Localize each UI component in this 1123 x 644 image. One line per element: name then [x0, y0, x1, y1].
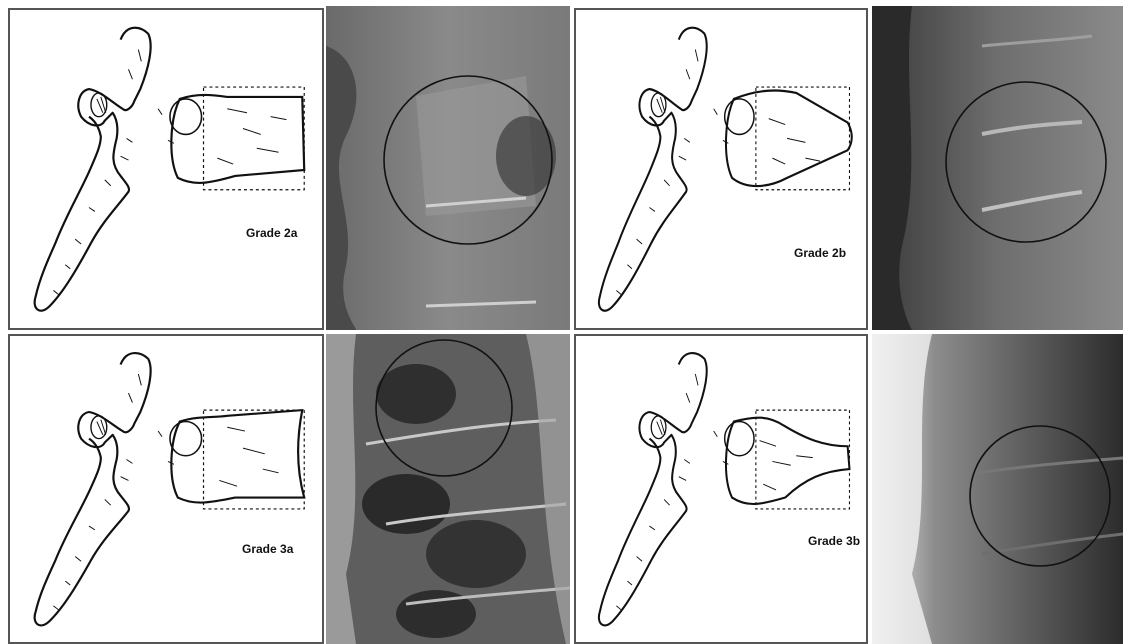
radiograph-grade-3b [872, 334, 1123, 644]
radiograph-icon [326, 6, 570, 330]
vertebra-drawing-grade-3a: Grade 3a [8, 334, 324, 644]
radiograph-grade-2a [326, 6, 570, 330]
vertebra-drawing-grade-2a: Grade 2a [8, 8, 324, 330]
radiograph-icon [872, 6, 1123, 330]
radiograph-icon [872, 334, 1123, 644]
vertebra-drawing-icon [10, 336, 322, 642]
vertebra-drawing-grade-3b: Grade 3b [574, 334, 868, 644]
grade-label: Grade 2a [246, 226, 297, 240]
grade-label: Grade 2b [794, 246, 846, 260]
vertebra-drawing-icon [576, 336, 866, 642]
vertebra-drawing-icon [10, 10, 322, 328]
radiograph-icon [326, 334, 570, 644]
radiograph-grade-2b [872, 6, 1123, 330]
grade-label: Grade 3a [242, 542, 293, 556]
radiograph-grade-3a [326, 334, 570, 644]
vertebra-drawing-grade-2b: Grade 2b [574, 8, 868, 330]
vertebra-drawing-icon [576, 10, 866, 328]
grade-label: Grade 3b [808, 534, 860, 548]
